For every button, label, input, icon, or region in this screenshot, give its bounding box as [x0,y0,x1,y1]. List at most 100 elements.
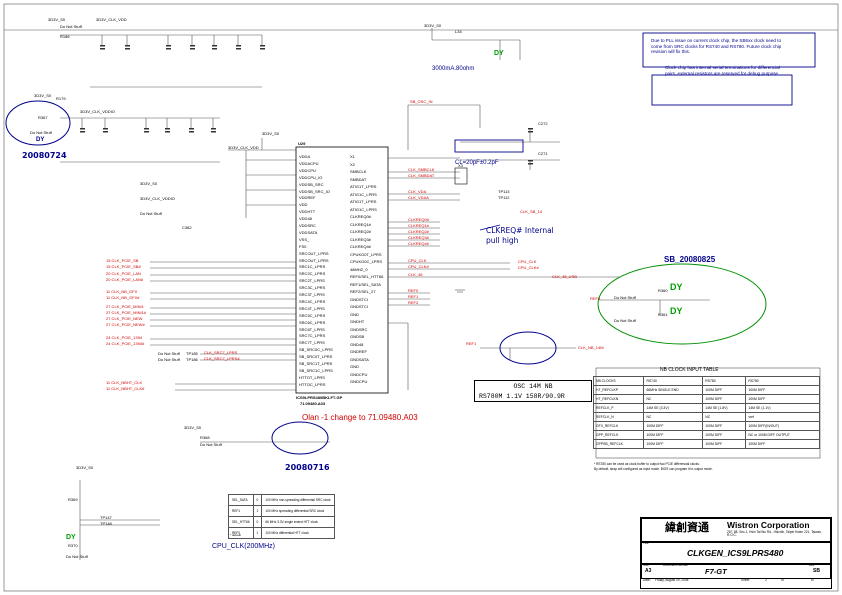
right-net-label: CLK_SMBCLK [408,166,435,172]
rail-label-9: 3D3V_S0 [424,23,442,28]
right-net-label: CLKREQ2# [408,228,429,234]
rail-label-3: 3D3V_S0 [34,93,52,98]
nb-table-cell: 100M DIFF [702,421,747,431]
chip-left-pin: SRC6T_LPRS [299,326,325,332]
dns-8: Do Not Stuff [200,442,222,447]
chip-left-pin: SB_SRC0C_LPRS [299,347,333,353]
left-net-label: 11 CLK_NB_GFX [106,288,138,294]
nb-table-cell: 100M DIFF [643,421,704,431]
nb-table-title: NB CLOCK INPUT TABLE [660,367,719,373]
r368-label: R368 [200,435,210,440]
right-net-label: CLK_SMBDAT [408,172,435,178]
ref-default-note: * default [230,533,242,537]
rail-label-1: 3D3V_S0 [48,17,66,22]
chip-left-pin: VDDACPU [299,160,319,166]
chip-left-pin: SRCOUT_LPRS [299,250,329,256]
chip-right-pin: GNDSTCI [350,304,368,309]
chip-left-pin: HTTOC_LPRS [299,381,326,387]
ref-table-cell: 1 [252,505,263,517]
nb-table-cell: REFCLK_N [592,412,645,422]
rail-label-7: 3D3V_S0 [140,181,158,186]
ref-table-cell: 0 [252,516,263,528]
left-net-label: 20 CLK_PCIE_LAN [106,270,141,276]
chip-left-pin: SB_SRC1C_LPRS [299,367,333,373]
nb-table-cell: 100M DIFF [745,439,820,449]
ref-table-cell: REF0 [228,527,254,539]
chip-left-pin: VDDCPU_IO [299,174,323,180]
left-net-label: 11 CLK_NBHT_CLK# [106,385,145,391]
sheet-label: Sheet [741,578,750,582]
chip-right-pin: REF1/SEL_SATA [350,281,381,287]
left-net-label: CLK_SRC7_LPRS# [204,355,240,361]
chip-left-pin: SRC5C_LPRS [299,312,326,318]
nb-table-cell: 100M DIFF [745,385,820,395]
chip-right-pin: X2 [350,161,355,167]
left-net-label: 11 CLK_NBHT_CLK [106,379,143,385]
chip-part: ICS9LPRS480BKLFT-GP [296,395,343,400]
dy-marker-1: DY [36,137,45,143]
clk-nb-label: CLK_NB_14M [578,345,604,350]
osc-line: RS780M 1.1V 158R/90.9R [479,393,565,400]
date-value: Friday, August 29, 2008 [655,578,689,582]
olan-change-note: Olan -1 change to 71.09480.A03 [302,413,418,422]
doc-cell [641,563,831,579]
ref-table-cell: REF1 [228,505,254,517]
chip-left-pin: VDDSRC [299,223,316,228]
rail-label-5: 3D3V_S0 [262,131,280,136]
chip-right-pin: GNDSB [350,334,365,339]
nb-table-cell: 100M DIFF [702,385,747,395]
chip-left-pin: VDDREF [299,195,316,201]
chip-right-pin: GND48 [350,341,364,347]
sheet-title: CLKGEN_ICS9LPRS480 [687,548,784,558]
doc-value: F7-GT [705,567,727,576]
left-net-label: 27 CLK_PCIE_MINI1# [106,309,147,315]
nb-table-cell: 14M SE (1.1V) [745,403,820,413]
dns-6: Do Not Stuff [158,351,180,356]
rail-label-2: 3D3V_CLK_VDD [96,17,127,22]
chip-left-pin: SRC4T_LPRS [299,305,325,311]
title-label: Title [643,541,649,545]
chip-right-pin: ATIG1C_LPRS [350,191,377,197]
nb-table-header-cell: NB CLOCKS [592,376,645,386]
nb-table-cell: 100M DIFF [745,394,820,404]
nb-table-cell: 100M DIFF [702,430,747,440]
chip-right-pin: CLKREQ3# [350,236,371,242]
chip-left-pin: VDD48 [299,216,312,222]
dy-marker-2: DY [494,50,504,57]
size-label: Size [643,563,649,567]
left-net-label: 27 CLK_PCIE_NEW# [106,321,145,327]
left-net-label: 24 CLK_PCIE_1394# [106,340,145,346]
nb-table-cell: HT_REFCLKP [592,385,645,395]
cpu-clk-label: CPU_CLK [518,259,537,264]
tp147-label: TP147 [100,515,112,520]
nb-table-cell: REFCLK_P [592,403,645,413]
nb-table-cell: 100M DIFF(IN/OUT) [745,421,820,431]
nb-table-cell: HT_REFCLKN [592,394,645,404]
chip-right-pin: SMBDAT [350,176,367,182]
chip-right-pin: REF0/SEL_HTT66 [350,274,384,279]
right-net-label: CLKREQ1# [408,222,429,228]
ref-table-cell: 0 [252,494,263,506]
ref-table-cell: 100 MHz differential HTT clock [261,527,335,539]
chip-right-pin: GND [350,364,359,369]
chip-right-pin: 48MHZ_0 [350,266,368,272]
dns-3: Do Not Stuff [140,211,162,216]
l34-label: L34 [455,29,462,34]
chip-right-pin: ATIG1C_LPRS [350,206,377,212]
ref-table-cell: SEL_HTT66 [228,516,254,528]
total-value: 67 [811,578,815,582]
chip-left-pin: SRC2C_LPRS [299,271,326,277]
chip-right-pin: GNDCPU [350,379,368,384]
sb-osc-label: SB_OSC_IN [410,99,433,104]
pll-note: Due to PLL issue on current clock chip, … [651,38,782,55]
osc-title: OSC 14M NB [513,383,553,390]
chip-left-pin: SRC2T_LPRS [299,278,325,284]
chip-left-pin: SRC7T_LPRS [299,340,325,346]
